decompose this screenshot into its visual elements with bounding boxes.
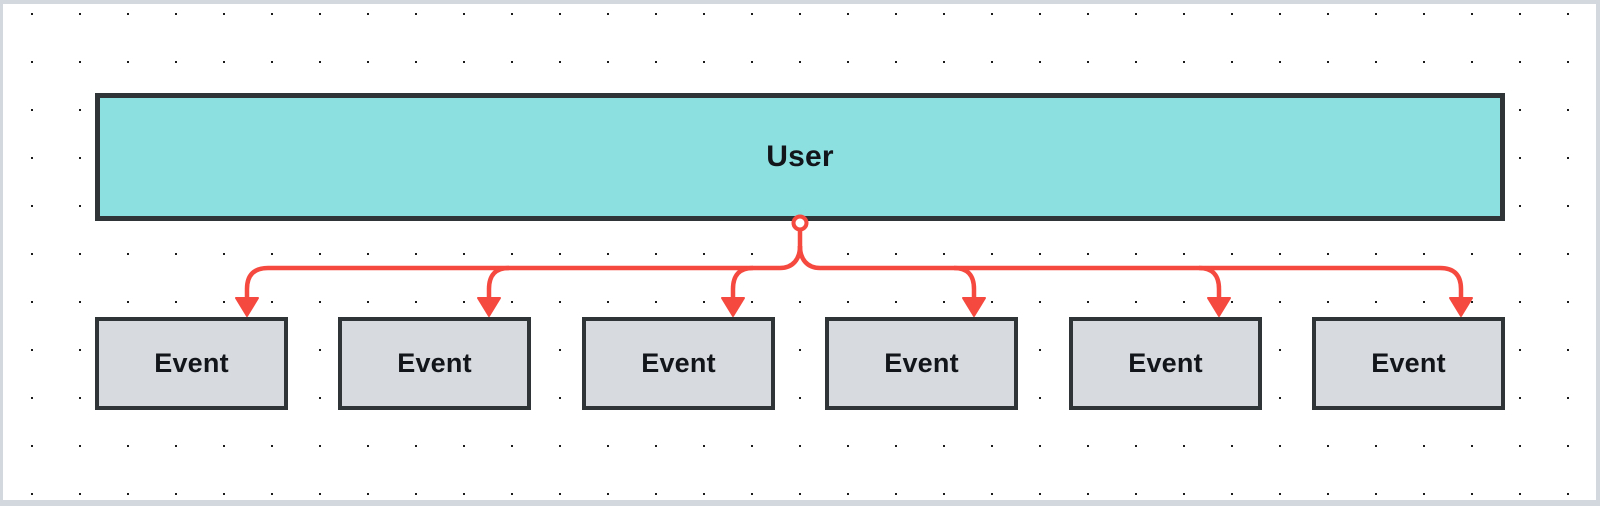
edge-drop-event-4[interactable] bbox=[953, 265, 977, 302]
event-node-6[interactable]: Event bbox=[1312, 317, 1505, 410]
event-node-1[interactable]: Event bbox=[95, 317, 288, 410]
arrowhead-icon[interactable] bbox=[1449, 297, 1473, 317]
edge-drop-event-5[interactable] bbox=[1198, 265, 1222, 302]
arrowhead-icon[interactable] bbox=[477, 297, 501, 317]
event-node-label: Event bbox=[1371, 348, 1446, 378]
arrowhead-icon[interactable] bbox=[235, 297, 259, 317]
arrowhead-icon[interactable] bbox=[721, 297, 745, 317]
edge-drop-event-3[interactable] bbox=[730, 265, 754, 302]
user-node[interactable]: User bbox=[95, 93, 1505, 221]
edge-right-branch[interactable] bbox=[797, 245, 1464, 302]
event-node-4[interactable]: Event bbox=[825, 317, 1018, 410]
event-node-3[interactable]: Event bbox=[582, 317, 775, 410]
edge-left-branch[interactable] bbox=[244, 245, 803, 302]
edge-drop-event-2[interactable] bbox=[486, 265, 510, 302]
event-node-5[interactable]: Event bbox=[1069, 317, 1262, 410]
arrowhead-icon[interactable] bbox=[962, 297, 986, 317]
user-node-label: User bbox=[766, 140, 834, 173]
event-node-label: Event bbox=[154, 348, 229, 378]
event-node-label: Event bbox=[1128, 348, 1203, 378]
event-node-label: Event bbox=[884, 348, 959, 378]
event-node-label: Event bbox=[641, 348, 716, 378]
event-node-2[interactable]: Event bbox=[338, 317, 531, 410]
arrowhead-icon[interactable] bbox=[1207, 297, 1231, 317]
event-node-label: Event bbox=[397, 348, 472, 378]
